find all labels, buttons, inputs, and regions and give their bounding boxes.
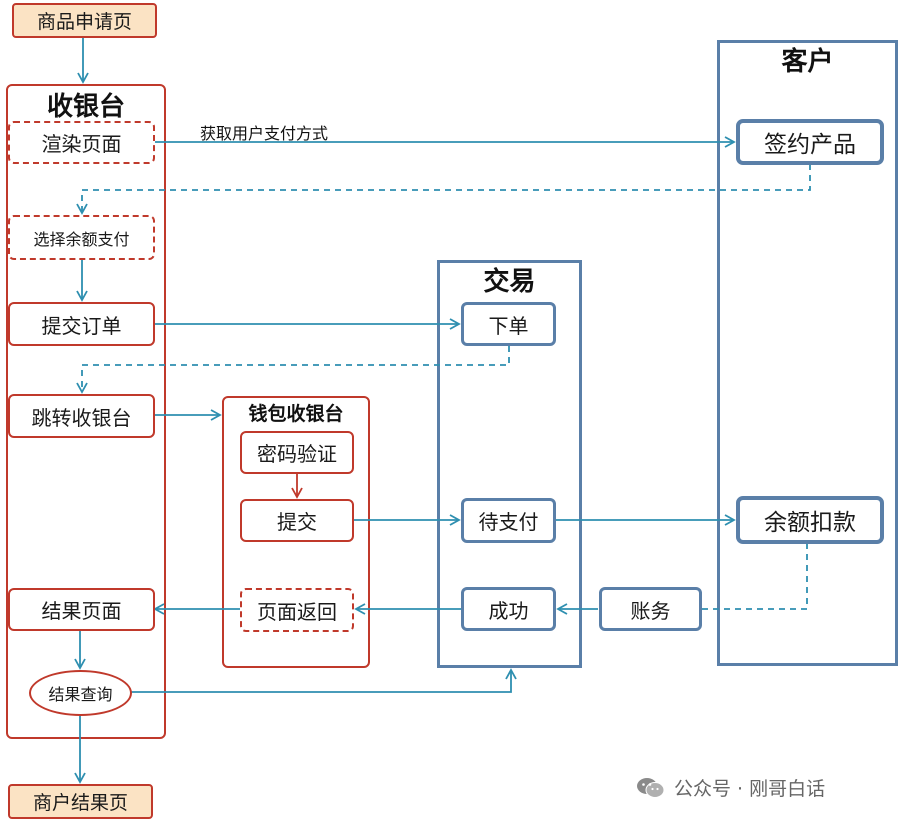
watermark: 公众号 · 刚哥白话 — [636, 774, 825, 801]
node-password-verify: 密码验证 — [240, 431, 354, 474]
wallet-title: 钱包收银台 — [248, 403, 344, 425]
node-result-query: 结果查询 — [29, 670, 132, 716]
edge-deduct-to-account — [702, 543, 808, 610]
customer-title: 客户 — [781, 47, 834, 77]
node-submit-order: 提交订单 — [8, 302, 155, 346]
edge-query-to-trade — [131, 668, 517, 693]
edge-order-to-jump — [76, 346, 510, 394]
wechat-icon — [636, 776, 666, 800]
node-account: 账务 — [599, 587, 702, 631]
node-place-order: 下单 — [461, 302, 556, 346]
node-sign-product: 签约产品 — [736, 119, 884, 165]
node-result-page: 结果页面 — [8, 588, 155, 631]
node-select-balance: 选择余额支付 — [8, 215, 155, 260]
watermark-text: 公众号 · 刚哥白话 — [674, 778, 826, 800]
cashier-title: 收银台 — [46, 92, 125, 122]
trade-title: 交易 — [483, 267, 536, 297]
node-submit: 提交 — [240, 499, 354, 542]
node-pending-payment: 待支付 — [461, 498, 556, 543]
edge-sign-to-select — [76, 164, 811, 215]
node-product-request: 商品申请页 — [12, 3, 157, 38]
node-success: 成功 — [461, 587, 556, 631]
edge-label-get-payment-method: 获取用户支付方式 — [200, 124, 329, 143]
node-merchant-result: 商户结果页 — [8, 784, 153, 819]
node-balance-deduct: 余额扣款 — [736, 496, 884, 544]
node-render-page: 渲染页面 — [8, 121, 155, 164]
node-jump-cashier: 跳转收银台 — [8, 394, 155, 438]
node-page-return: 页面返回 — [240, 588, 354, 632]
